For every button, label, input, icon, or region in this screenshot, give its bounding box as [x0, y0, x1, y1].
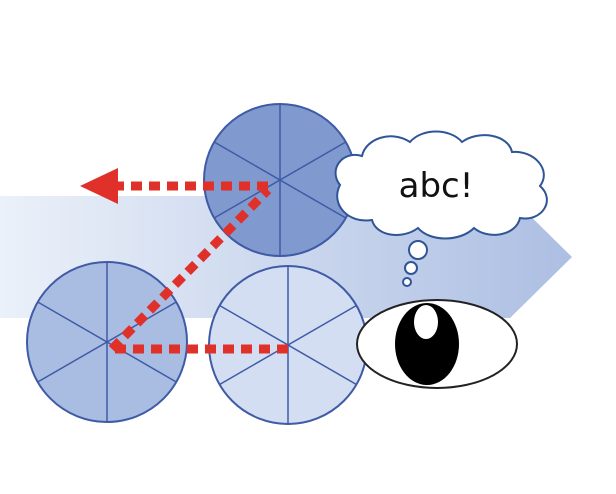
- dotted-segment-diagonal: [108, 186, 272, 353]
- dotted-path: [108, 181, 288, 354]
- thought-cloud-icon: [334, 130, 548, 287]
- thought-dot-small: [402, 277, 412, 287]
- thought-dot-medium: [404, 261, 418, 275]
- eye-icon: [356, 299, 518, 389]
- wheel-left-icon: [26, 261, 188, 423]
- dotted-arrow-head-icon: [80, 168, 118, 204]
- thought-bubble-text: abc!: [399, 166, 474, 206]
- thought-dot-large: [408, 240, 428, 260]
